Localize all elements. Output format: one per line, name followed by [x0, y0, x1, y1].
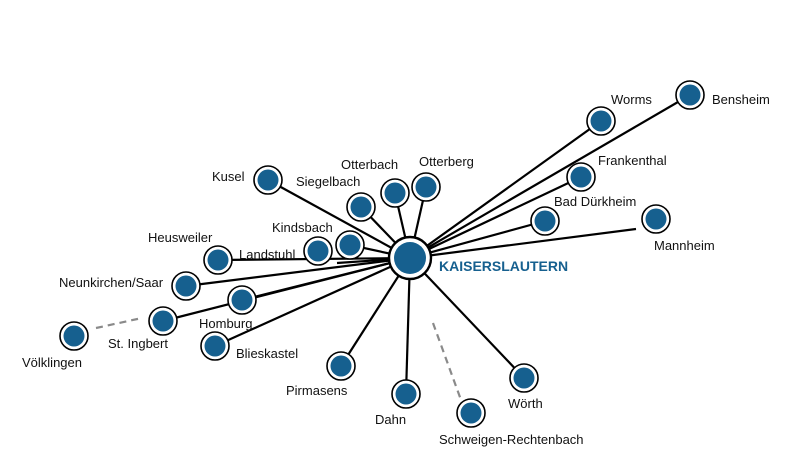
station-label-kusel: Kusel — [212, 169, 245, 184]
station-dot — [257, 169, 279, 191]
connection-lines — [95, 94, 691, 401]
station-worth[interactable] — [509, 363, 539, 393]
station-dot — [152, 310, 174, 332]
station-label-kindsbach: Kindsbach — [272, 220, 333, 235]
station-label-siegelbach: Siegelbach — [296, 174, 360, 189]
hub-label: KAISERSLAUTERN — [439, 258, 568, 274]
station-mannheim[interactable] — [641, 204, 671, 234]
station-dot — [307, 240, 329, 262]
line-to-bad-durkheim — [409, 219, 546, 260]
dashed-line-volklingen — [95, 316, 143, 330]
line-to-mannheim — [409, 227, 637, 260]
station-pirmasens[interactable] — [326, 351, 356, 381]
station-label-otterbach: Otterbach — [341, 157, 398, 172]
station-siegelbach[interactable] — [346, 192, 376, 222]
station-landstuhl[interactable] — [303, 236, 333, 266]
station-st-ingbert[interactable] — [148, 306, 178, 336]
station-bensheim[interactable] — [675, 80, 705, 110]
station-label-landstuhl: Landstuhl — [239, 247, 295, 262]
line-to-st-ingbert — [162, 256, 411, 323]
station-dot — [204, 335, 226, 357]
line-to-neunkirchen — [185, 256, 411, 288]
station-dahn[interactable] — [391, 379, 421, 409]
station-label-otterberg: Otterberg — [419, 154, 474, 169]
station-label-homburg: Homburg — [199, 316, 252, 331]
station-dot — [534, 210, 556, 232]
station-schweigen[interactable] — [456, 398, 486, 428]
station-dot — [63, 325, 85, 347]
station-dot — [395, 383, 417, 405]
station-label-st-ingbert: St. Ingbert — [108, 336, 168, 351]
station-blieskastel[interactable] — [200, 331, 230, 361]
line-to-frankenthal — [409, 176, 582, 259]
station-label-schweigen: Schweigen-Rechtenbach — [439, 432, 584, 447]
station-frankenthal[interactable] — [566, 162, 596, 192]
station-volklingen[interactable] — [59, 321, 89, 351]
dashed-line-schweigen — [431, 322, 463, 401]
station-kusel[interactable] — [253, 165, 283, 195]
station-label-worth: Wörth — [508, 396, 543, 411]
station-dot — [513, 367, 535, 389]
hub-station-kaiserslautern[interactable] — [387, 235, 433, 281]
line-to-dahn — [404, 257, 412, 395]
station-dot — [350, 196, 372, 218]
station-dot — [231, 289, 253, 311]
station-label-mannheim: Mannheim — [654, 238, 715, 253]
station-otterbach[interactable] — [380, 178, 410, 208]
station-dot — [570, 166, 592, 188]
station-dot — [415, 176, 437, 198]
station-label-heusweiler: Heusweiler — [148, 230, 213, 245]
line-to-worth — [409, 257, 525, 379]
station-heusweiler[interactable] — [203, 245, 233, 275]
station-label-pirmasens: Pirmasens — [286, 383, 348, 398]
hub-dot — [394, 242, 426, 274]
station-label-volklingen: Völklingen — [22, 355, 82, 370]
station-dot — [645, 208, 667, 230]
station-dot — [339, 234, 361, 256]
line-to-worms — [409, 120, 602, 259]
line-to-blieskastel — [214, 256, 411, 348]
station-dot — [330, 355, 352, 377]
station-nodes — [59, 80, 705, 428]
station-dot — [679, 84, 701, 106]
station-dot — [460, 402, 482, 424]
station-homburg[interactable] — [227, 285, 257, 315]
station-otterberg[interactable] — [411, 172, 441, 202]
line-to-kusel — [267, 179, 411, 259]
station-worms[interactable] — [586, 106, 616, 136]
station-bad-durkheim[interactable] — [530, 206, 560, 236]
station-dot — [590, 110, 612, 132]
station-kindsbach[interactable] — [335, 230, 365, 260]
station-dot — [207, 249, 229, 271]
station-label-worms: Worms — [611, 92, 652, 107]
line-to-bensheim — [409, 94, 691, 259]
station-label-neunkirchen: Neunkirchen/Saar — [59, 275, 164, 290]
station-dot — [384, 182, 406, 204]
station-label-dahn: Dahn — [375, 412, 406, 427]
station-label-frankenthal: Frankenthal — [598, 153, 667, 168]
station-label-bensheim: Bensheim — [712, 92, 770, 107]
station-dot — [175, 275, 197, 297]
station-label-blieskastel: Blieskastel — [236, 346, 298, 361]
station-neunkirchen[interactable] — [171, 271, 201, 301]
station-label-bad-durkheim: Bad Dürkheim — [554, 194, 636, 209]
